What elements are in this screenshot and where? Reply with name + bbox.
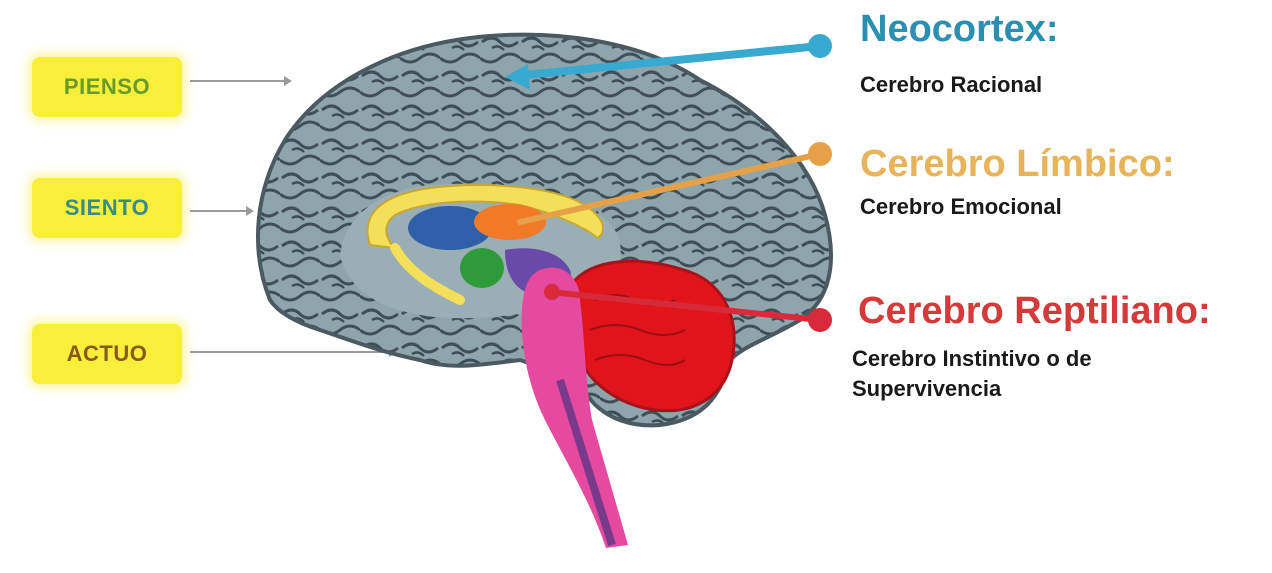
neocortex-title: Neocortex:	[860, 8, 1059, 51]
hypothalamus-shape	[474, 204, 546, 240]
limbico-subtitle: Cerebro Emocional	[860, 192, 1062, 222]
limbico-title: Cerebro Límbico:	[860, 143, 1175, 186]
amygdala-shape	[460, 248, 504, 288]
reptiliano-title: Cerebro Reptiliano:	[858, 290, 1211, 333]
neocortex-subtitle: Cerebro Racional	[860, 70, 1042, 100]
reptiliano-subtitle: Cerebro Instintivo o de Supervivencia	[852, 344, 1212, 404]
